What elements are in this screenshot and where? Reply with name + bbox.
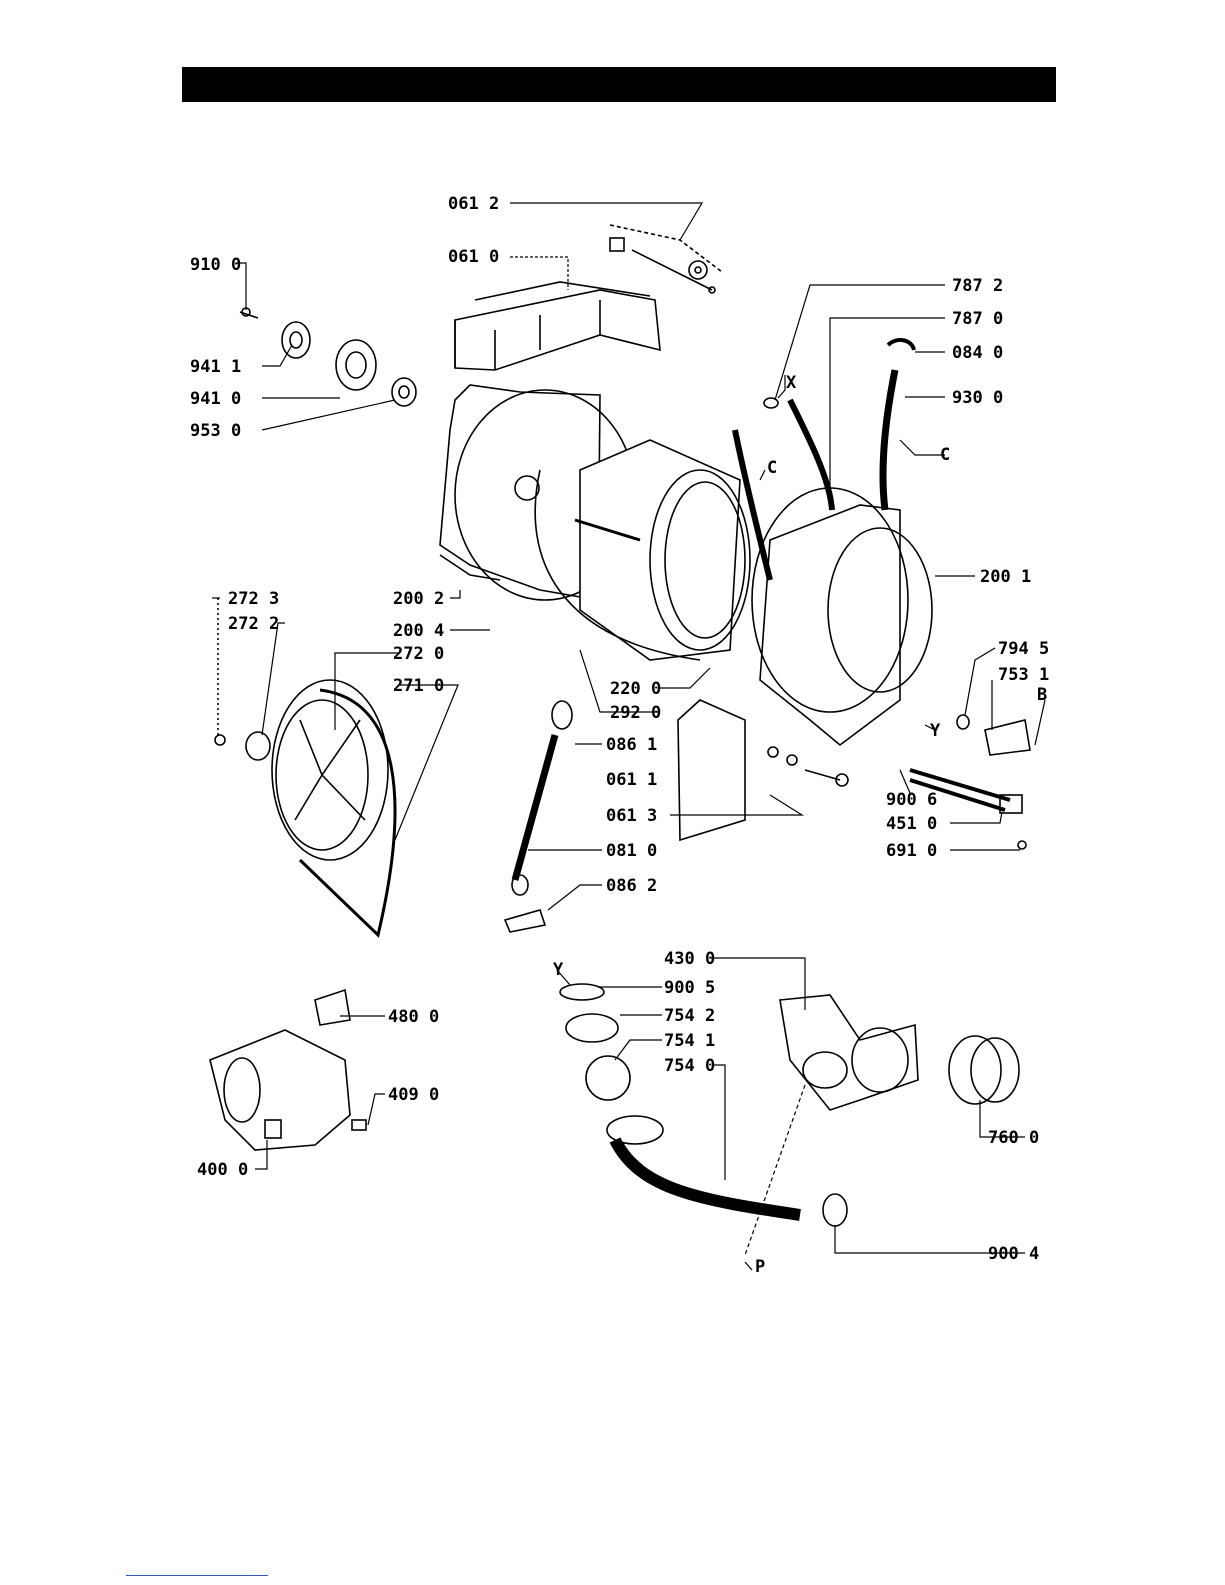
label-760-0: 760 0 — [988, 1128, 1039, 1148]
label-c-right: C — [940, 445, 950, 465]
label-y-upper: Y — [930, 721, 941, 741]
label-271-0: 271 0 — [393, 676, 444, 696]
label-200-4: 200 4 — [393, 621, 444, 641]
label-480-0: 480 0 — [388, 1007, 439, 1027]
label-941-1: 941 1 — [190, 357, 241, 377]
label-y-lower: Y — [553, 960, 564, 980]
label-272-2: 272 2 — [228, 614, 279, 634]
label-409-0: 409 0 — [388, 1085, 439, 1105]
label-220-0: 220 0 — [610, 679, 661, 699]
bearing-set — [240, 308, 416, 406]
label-200-1: 200 1 — [980, 567, 1031, 587]
label-754-0: 754 0 — [664, 1056, 715, 1076]
label-754-1: 754 1 — [664, 1031, 715, 1051]
pulley-and-belt — [215, 598, 395, 935]
label-b: B — [1037, 685, 1047, 705]
label-200-2: 200 2 — [393, 589, 444, 609]
label-941-0: 941 0 — [190, 389, 241, 409]
label-451-0: 451 0 — [886, 814, 937, 834]
drum — [575, 440, 750, 660]
label-787-0: 787 0 — [952, 309, 1003, 329]
label-930-0: 930 0 — [952, 388, 1003, 408]
label-953-0: 953 0 — [190, 421, 241, 441]
label-900-4: 900 4 — [988, 1244, 1039, 1264]
label-272-0: 272 0 — [393, 644, 444, 664]
label-787-2: 787 2 — [952, 276, 1003, 296]
label-900-6: 900 6 — [886, 790, 937, 810]
drain-pump — [780, 995, 1019, 1110]
label-086-2: 086 2 — [606, 876, 657, 896]
footer-rule — [126, 1575, 268, 1576]
label-272-3: 272 3 — [228, 589, 279, 609]
label-061-3: 061 3 — [606, 806, 657, 826]
label-061-0: 061 0 — [448, 247, 499, 267]
label-c-left: C — [767, 458, 777, 478]
label-910-0: 910 0 — [190, 255, 241, 275]
label-794-5: 794 5 — [998, 639, 1049, 659]
label-753-1: 753 1 — [998, 665, 1049, 685]
label-061-1: 061 1 — [606, 770, 657, 790]
label-061-2: 061 2 — [448, 194, 499, 214]
label-900-5: 900 5 — [664, 978, 715, 998]
label-400-0: 400 0 — [197, 1160, 248, 1180]
label-754-2: 754 2 — [664, 1006, 715, 1026]
label-086-1: 086 1 — [606, 735, 657, 755]
front-counterweight — [678, 700, 848, 840]
counterweight-bolt — [610, 225, 722, 293]
label-p: P — [755, 1257, 765, 1277]
label-292-0: 292 0 — [610, 703, 661, 723]
front-tub-half — [752, 488, 932, 745]
shock-absorber — [505, 701, 572, 932]
label-084-0: 084 0 — [952, 343, 1003, 363]
label-081-0: 081 0 — [606, 841, 657, 861]
label-x: X — [786, 373, 797, 393]
counterweight — [455, 282, 660, 370]
label-691-0: 691 0 — [886, 841, 937, 861]
motor — [210, 990, 366, 1150]
label-430-0: 430 0 — [664, 949, 715, 969]
